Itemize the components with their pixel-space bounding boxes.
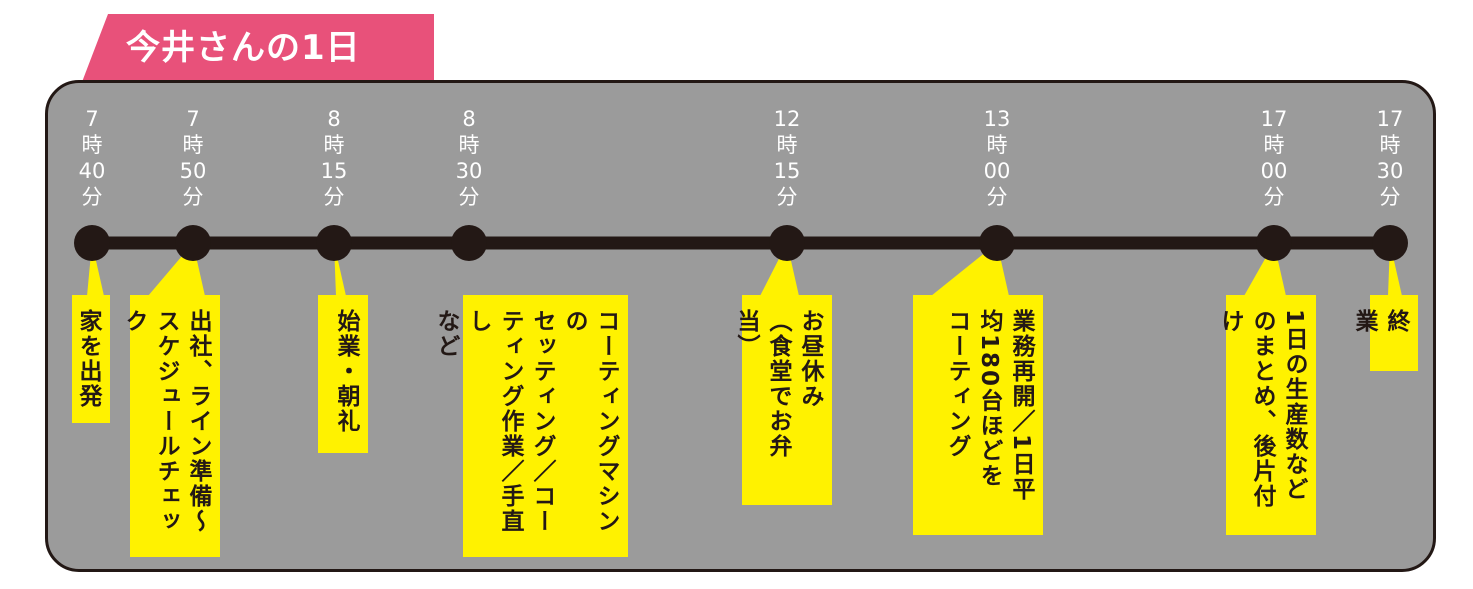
- event-time-part: 分: [81, 185, 103, 209]
- event-time-part: 50: [179, 159, 207, 183]
- event-time-part: 00: [983, 159, 1011, 183]
- event-time-part: 時: [986, 133, 1008, 157]
- event-label: 終業: [1351, 295, 1418, 371]
- event-time-part: 時: [1379, 133, 1401, 157]
- event-time-part: 分: [323, 185, 345, 209]
- event-time-part: 7: [186, 107, 200, 131]
- event-time-part: 30: [455, 159, 483, 183]
- event-label: 1日の生産数など のまとめ、後片付け: [1217, 295, 1316, 535]
- event-dot: [1372, 225, 1408, 261]
- title-tab-shape: [82, 14, 434, 82]
- event-dot: [451, 225, 487, 261]
- event-time-part: 時: [1263, 133, 1285, 157]
- event-label: 家を出発: [72, 295, 110, 423]
- event-dot: [74, 225, 110, 261]
- event-time-part: 17: [1260, 107, 1288, 131]
- page-title: 今井さんの1日: [126, 28, 361, 68]
- event-dot: [1256, 225, 1292, 261]
- event-time-part: 時: [182, 133, 204, 157]
- event-time-part: 8: [462, 107, 476, 131]
- event-time-part: 分: [776, 185, 798, 209]
- event-time-part: 時: [81, 133, 103, 157]
- event-time-part: 15: [320, 159, 348, 183]
- event-time-part: 8: [327, 107, 341, 131]
- event-dot: [979, 225, 1015, 261]
- event-dot: [316, 225, 352, 261]
- event-label: 出社、ライン準備〜 スケジュールチェック: [121, 295, 220, 557]
- event-time-part: 分: [182, 185, 204, 209]
- event-time-part: 00: [1260, 159, 1288, 183]
- event-label: コーティングマシンの セッティング／コー ティング作業／手直し など: [433, 295, 628, 557]
- event-label: 業務再開／1日平 均180台ほどを コーティング: [913, 295, 1043, 535]
- event-time-part: 7: [85, 107, 99, 131]
- event-time-part: 40: [78, 159, 106, 183]
- event-time-part: 30: [1376, 159, 1404, 183]
- event-time-part: 13: [983, 107, 1011, 131]
- event-time-part: 時: [776, 133, 798, 157]
- event-label: お昼休み （食堂でお弁当）: [733, 295, 832, 505]
- event-time-part: 時: [458, 133, 480, 157]
- title-tab: 今井さんの1日: [82, 14, 434, 82]
- event-time-part: 17: [1376, 107, 1404, 131]
- event-time-part: 12: [773, 107, 801, 131]
- event-time-part: 15: [773, 159, 801, 183]
- event-time-part: 分: [458, 185, 480, 209]
- event-time-part: 分: [1263, 185, 1285, 209]
- event-label: 始業・朝礼: [318, 295, 368, 453]
- event-dot: [769, 225, 805, 261]
- event-time-part: 時: [323, 133, 345, 157]
- event-time-part: 分: [986, 185, 1008, 209]
- event-time-part: 分: [1379, 185, 1401, 209]
- event-dot: [175, 225, 211, 261]
- timeline-panel: [45, 80, 1436, 572]
